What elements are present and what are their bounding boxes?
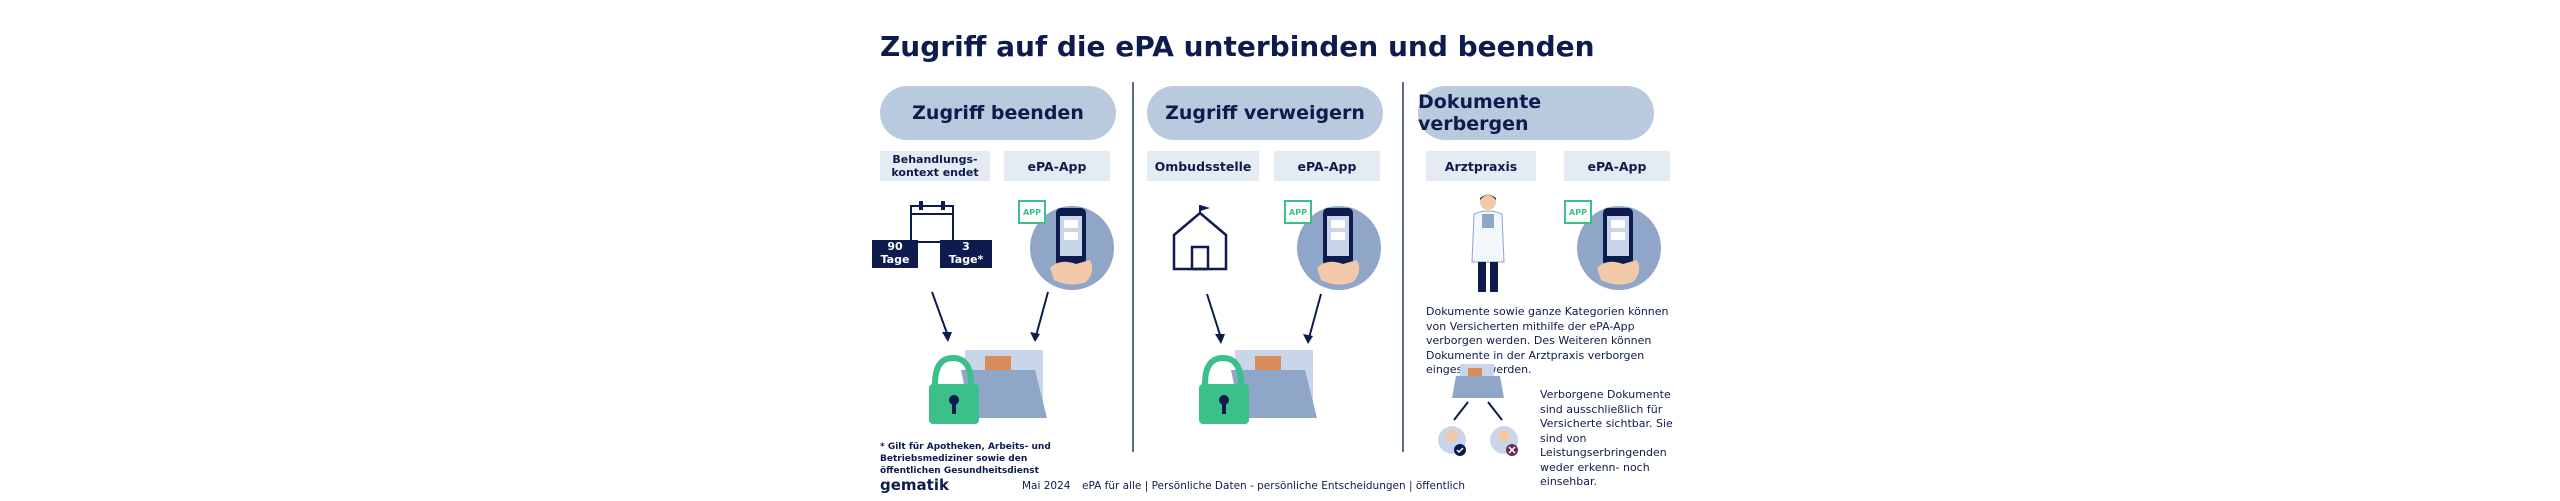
house-icon	[1172, 205, 1228, 271]
footer-date: Mai 2024	[1022, 480, 1071, 492]
footnote: * Gilt für Apotheken, Arbeits- und Betri…	[880, 442, 1051, 477]
days-90-box: 90 Tage	[872, 240, 918, 268]
hidden-documents-paragraph: Verborgene Dokumente sind ausschließlich…	[1540, 388, 1673, 489]
tag-ombudsstelle: Ombudsstelle	[1147, 151, 1259, 181]
phone-app-icon	[1030, 206, 1114, 290]
hidden-documents-icon	[1438, 364, 1518, 456]
days-3-box: 3 Tage*	[940, 240, 992, 268]
app-badge-1: APP	[1018, 200, 1046, 224]
footer-subtitle: ePA für alle | Persönliche Daten - persö…	[1082, 480, 1465, 492]
tag-epa-app-1: ePA-App	[1004, 151, 1110, 181]
page-title: Zugriff auf die ePA unterbinden und been…	[880, 30, 1595, 63]
lock-folder-icon	[929, 350, 1047, 424]
tag-epa-app-3: ePA-App	[1564, 151, 1670, 181]
doctor-icon	[1471, 194, 1505, 292]
arrows-icon-2	[1206, 293, 1322, 344]
calendar-icon	[910, 201, 954, 243]
hide-documents-paragraph: Dokumente sowie ganze Kategorien können …	[1426, 305, 1669, 377]
column-divider-2	[1402, 82, 1404, 452]
column-divider-1	[1132, 82, 1134, 452]
gematik-logo: gematik	[880, 476, 949, 494]
tag-epa-app-2: ePA-App	[1274, 151, 1380, 181]
heading-dokumente-verbergen: Dokumente verbergen	[1418, 86, 1654, 140]
tag-behandlungskontext: Behandlungs- kontext endet	[880, 151, 990, 181]
app-badge-2: APP	[1284, 200, 1312, 224]
arrows-icon	[931, 291, 1049, 342]
heading-zugriff-verweigern: Zugriff verweigern	[1147, 86, 1383, 140]
heading-zugriff-beenden: Zugriff beenden	[880, 86, 1116, 140]
app-badge-3: APP	[1564, 200, 1592, 224]
lock-folder-icon-2	[1199, 350, 1317, 424]
phone-app-icon-3	[1577, 206, 1661, 290]
tag-arztpraxis: Arztpraxis	[1426, 151, 1536, 181]
phone-app-icon-2	[1297, 206, 1381, 290]
